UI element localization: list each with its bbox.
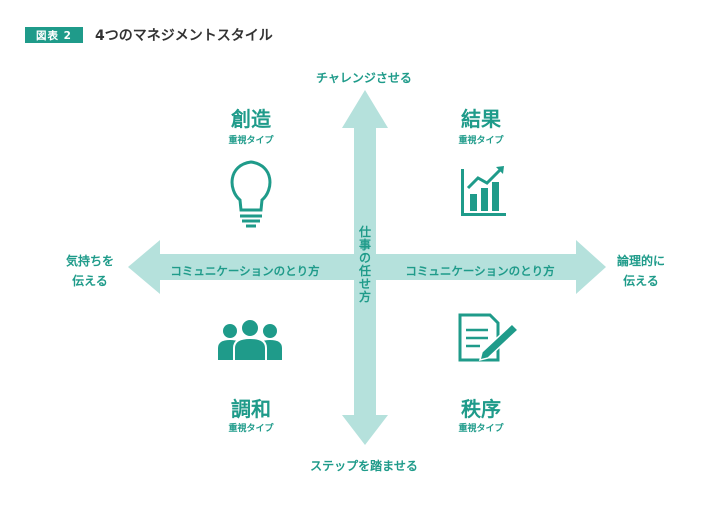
horizontal-arrow-label-right: コミュニケーションのとり方 (405, 264, 555, 278)
quadrant-top-right-subtitle: 重視タイプ (458, 136, 504, 146)
lightbulb-icon (230, 160, 272, 228)
horizontal-arrow-label-left: コミュニケーションのとり方 (170, 264, 320, 278)
axis-left-line1: 気持ちを (65, 254, 114, 268)
document-pen-icon (458, 313, 520, 362)
axis-bottom-label: ステップを踏ませる (310, 459, 418, 473)
bar-chart-growth-icon (461, 166, 506, 216)
quadrant-bottom-right-title: 秩序 (461, 397, 501, 421)
horizontal-arrow (128, 240, 606, 294)
quadrant-bottom-left-subtitle: 重視タイプ (228, 424, 274, 434)
axis-left-line2: 伝える (72, 274, 108, 288)
axis-left-label: 気持ちを 伝える (62, 251, 118, 291)
figure-title: 4つのマネジメントスタイル (95, 28, 273, 44)
quadrant-bottom-left-title: 調和 (231, 397, 271, 421)
axis-right-line2: 伝える (623, 274, 659, 288)
vertical-arrow-label: 仕事の任せ方 (358, 225, 371, 304)
quadrant-top-left-title: 創造 (231, 107, 271, 131)
quadrant-top-right-title: 結果 (461, 107, 501, 131)
axis-top-label: チャレンジさせる (316, 71, 412, 85)
axis-right-label: 論理的に 伝える (613, 251, 669, 291)
quadrant-bottom-right-subtitle: 重視タイプ (458, 424, 504, 434)
people-group-icon (218, 318, 282, 362)
figure-badge: 図表 2 (25, 27, 83, 43)
quadrant-top-left-subtitle: 重視タイプ (228, 136, 274, 146)
axis-right-line1: 論理的に (616, 254, 665, 268)
